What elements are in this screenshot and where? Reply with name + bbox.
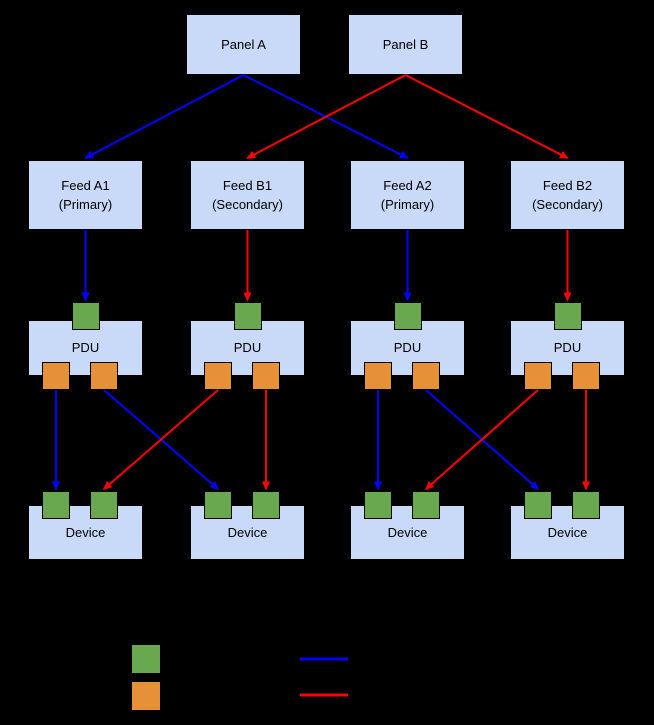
device-4-input-port-1 bbox=[524, 491, 552, 519]
feed-b1-name: Feed B1 bbox=[222, 177, 273, 193]
device-4-label: Device bbox=[547, 524, 588, 540]
panel-a-to-feed-a1 bbox=[84, 74, 244, 159]
feed-a1-name: Feed A1 bbox=[61, 177, 110, 193]
feed-b1-role: (Secondary) bbox=[212, 197, 283, 212]
pdu2-out1-to-device1 bbox=[102, 389, 219, 490]
pdu4-out1-to-device3 bbox=[424, 389, 539, 490]
device-1-input-port-1 bbox=[42, 491, 70, 519]
pdu-2-output-port-2 bbox=[252, 362, 280, 390]
pdu3-out2-to-device4 bbox=[425, 389, 540, 490]
device-2-input-port-2 bbox=[252, 491, 280, 519]
pdu-4-input-port bbox=[553, 302, 582, 330]
panel-b-to-feed-b2 bbox=[405, 74, 569, 159]
device-2-label: Device bbox=[227, 524, 268, 540]
pdu-4-label: PDU bbox=[553, 340, 582, 356]
pdu-1-input-port bbox=[71, 302, 100, 330]
pdu-1-output-port-1 bbox=[42, 362, 70, 390]
device-3-node: Device bbox=[350, 505, 465, 560]
feed-a1-role: (Primary) bbox=[58, 197, 113, 212]
pdu-4-output-port-2 bbox=[572, 362, 600, 390]
legend-orange-port-swatch bbox=[131, 681, 161, 711]
pdu-4-output-port-1 bbox=[524, 362, 552, 390]
panel-b-to-feed-b1 bbox=[246, 74, 406, 159]
device-4-input-port-2 bbox=[572, 491, 600, 519]
panel-a-node: Panel A bbox=[186, 14, 301, 75]
panel-b-node: Panel B bbox=[348, 14, 463, 75]
device-3-input-port-1 bbox=[364, 491, 392, 519]
pdu-2-output-port-1 bbox=[204, 362, 232, 390]
device-3-label: Device bbox=[387, 524, 428, 540]
legend-green-port-swatch bbox=[131, 644, 161, 674]
panel-a-label: Panel A bbox=[221, 36, 266, 52]
feed-b2-node: Feed B2 (Secondary) bbox=[510, 160, 625, 230]
feed-b2-name: Feed B2 bbox=[542, 177, 593, 193]
feed-a1-node: Feed A1 (Primary) bbox=[28, 160, 143, 230]
panel-a-to-feed-a2 bbox=[243, 74, 409, 159]
device-1-label: Device bbox=[65, 524, 106, 540]
device-2-input-port-1 bbox=[204, 491, 232, 519]
feed-a2-node: Feed A2 (Primary) bbox=[350, 160, 465, 230]
feed-a2-name: Feed A2 bbox=[383, 177, 432, 193]
feed-a2-role: (Primary) bbox=[380, 197, 435, 212]
feed-b1-node: Feed B1 (Secondary) bbox=[190, 160, 305, 230]
pdu-3-output-port-2 bbox=[412, 362, 440, 390]
device-3-input-port-2 bbox=[412, 491, 440, 519]
pdu-3-output-port-1 bbox=[364, 362, 392, 390]
pdu-3-input-port bbox=[393, 302, 422, 330]
pdu-1-label: PDU bbox=[71, 340, 100, 356]
pdu-2-input-port bbox=[233, 302, 262, 330]
pdu-3-label: PDU bbox=[393, 340, 422, 356]
device-1-input-port-2 bbox=[90, 491, 118, 519]
pdu-1-output-port-2 bbox=[90, 362, 118, 390]
pdu1-out2-to-device2 bbox=[103, 389, 220, 490]
pdu-2-label: PDU bbox=[233, 340, 262, 356]
feed-b2-role: (Secondary) bbox=[532, 197, 603, 212]
panel-b-label: Panel B bbox=[382, 36, 429, 52]
